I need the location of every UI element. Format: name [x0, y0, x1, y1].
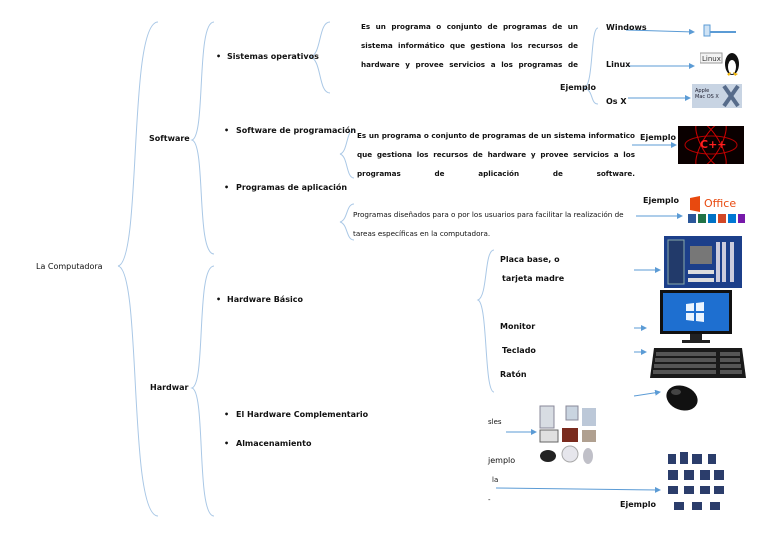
os-x: Os X — [606, 97, 627, 106]
osx-logo-image: Apple Mac OS X — [692, 84, 742, 108]
office-logo-image: Office — [686, 196, 746, 226]
hw-comp-frag-1: sles — [488, 418, 502, 426]
peripherals-image — [538, 404, 600, 466]
hw-monitor: Monitor — [500, 322, 536, 331]
svg-text:Apple: Apple — [695, 88, 709, 94]
hw-comp-label: El Hardware Complementario — [236, 410, 369, 419]
hw-keyboard: Teclado — [502, 346, 536, 355]
hw-basic-label: Hardware Básico — [227, 295, 303, 304]
apps-bullet: • — [224, 183, 230, 192]
so-definition: Es un programa o conjunto de programas d… — [361, 22, 578, 69]
so-label: Sistemas operativos — [227, 52, 319, 61]
prog-brace — [339, 129, 355, 179]
os-windows: Windows — [606, 23, 647, 32]
linux-logo-image: Linux — [699, 48, 742, 76]
office-logo-text: Office — [704, 197, 737, 210]
windows-logo-image — [700, 22, 738, 40]
so-example-label: Ejemplo — [560, 83, 596, 92]
hw-comp-frag-2: jemplo — [488, 456, 516, 465]
os-linux: Linux — [606, 60, 631, 69]
svg-text:Mac OS X: Mac OS X — [695, 94, 719, 100]
software-brace — [190, 21, 215, 255]
hw-motherboard-1: Placa base, o — [500, 255, 560, 264]
root-label: La Computadora — [36, 262, 103, 271]
hw-comp-bullet: • — [224, 410, 230, 419]
storage-devices-image — [664, 450, 728, 516]
motherboard-image — [664, 236, 742, 288]
prog-label: Software de programación — [236, 126, 357, 135]
software-label: Software — [149, 134, 190, 143]
apps-definition: Programas diseñados para o por los usuar… — [353, 210, 624, 238]
cpp-logo-image: C++ — [678, 121, 744, 169]
so-brace — [309, 21, 331, 94]
os-examples-brace — [583, 27, 599, 105]
main-brace — [117, 21, 159, 517]
svg-text:Linux: Linux — [702, 55, 721, 63]
prog-bullet: • — [224, 126, 230, 135]
hw-mouse: Ratón — [500, 370, 527, 379]
hw-motherboard-2: tarjeta madre — [502, 274, 565, 283]
apps-brace — [339, 203, 355, 241]
hardware-brace — [190, 265, 215, 517]
hw-comp-frag-4: - — [488, 496, 491, 504]
apps-example-label: Ejemplo — [643, 196, 679, 205]
storage-bullet: • — [224, 439, 230, 448]
prog-example-label: Ejemplo — [640, 133, 676, 142]
storage-example-label: Ejemplo — [620, 500, 656, 509]
apps-label: Programas de aplicación — [236, 183, 348, 192]
storage-label: Almacenamiento — [236, 439, 312, 448]
prog-definition: Es un programa o conjunto de programas d… — [357, 131, 635, 178]
hardware-label: Hardwar — [150, 383, 189, 392]
monitor-image — [658, 290, 734, 344]
so-bullet: • — [216, 52, 222, 61]
mouse-image — [664, 382, 702, 412]
hw-comp-frag-3: la — [492, 476, 499, 484]
cpp-logo-text: C++ — [700, 138, 727, 151]
hw-basic-brace — [476, 249, 495, 393]
keyboard-image — [650, 340, 746, 380]
hw-basic-bullet: • — [216, 295, 222, 304]
